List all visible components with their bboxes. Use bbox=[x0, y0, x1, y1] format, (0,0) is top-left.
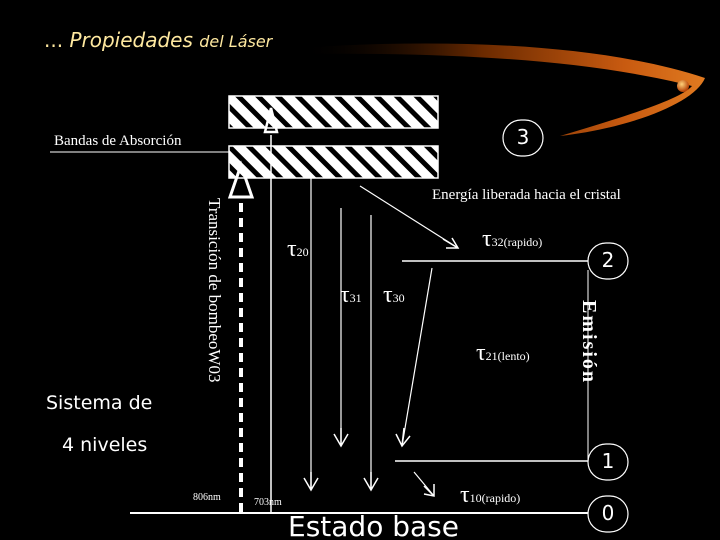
level-2-number: 2 bbox=[601, 248, 615, 272]
pump-arrow-head-large bbox=[227, 160, 255, 199]
energy-released-label: Energía liberada hacia el cristal bbox=[432, 187, 621, 203]
absorption-bands-label: Bandas de Absorción bbox=[54, 133, 182, 149]
ground-state-label: Estado base bbox=[288, 510, 459, 540]
arrow-t32 bbox=[359, 185, 459, 249]
level-1-badge bbox=[587, 443, 629, 481]
tau-20-label: τ20 bbox=[287, 236, 309, 262]
tau-30-label: τ30 bbox=[383, 282, 405, 308]
tau-31-label: τ31 bbox=[340, 282, 362, 308]
system-label-line1: Sistema de bbox=[46, 392, 153, 414]
level-3-badge bbox=[502, 119, 544, 157]
level-3-number: 3 bbox=[516, 125, 530, 149]
tau-21-label: τ21(lento) bbox=[476, 340, 530, 366]
pump-transition-label: Transición de bombeoW03 bbox=[205, 198, 224, 383]
level-0-number: 0 bbox=[601, 501, 615, 525]
level-2-badge bbox=[587, 242, 629, 280]
arrowhead-t20 bbox=[303, 472, 319, 492]
title-ellipsis: ... bbox=[44, 28, 64, 52]
absorption-band-upper bbox=[228, 95, 439, 129]
title-rest: del Láser bbox=[199, 32, 273, 51]
tau-10-label: τ10(rapido) bbox=[460, 482, 521, 508]
system-label-line2: 4 niveles bbox=[62, 434, 148, 456]
arrowhead-t32 bbox=[442, 237, 460, 249]
arrowhead-t30 bbox=[363, 472, 379, 492]
arrowhead-t21 bbox=[395, 427, 411, 448]
level-1-number: 1 bbox=[601, 449, 615, 473]
title-main: Propiedades bbox=[69, 28, 193, 52]
tau-32-label: τ32(rapido) bbox=[482, 226, 543, 252]
wavelength-806-label: 806nm bbox=[193, 492, 221, 503]
decay-arrow-t21 bbox=[401, 267, 433, 447]
wavelength-703-label: 703nm bbox=[254, 497, 282, 508]
slide-title: ... Propiedades del Láser bbox=[44, 28, 272, 52]
level-0-badge bbox=[587, 495, 629, 533]
arrowhead-t10 bbox=[423, 484, 435, 497]
arrowhead-t31 bbox=[333, 428, 349, 448]
title-swoosh-decoration bbox=[300, 43, 705, 136]
pump-arrow-head-small bbox=[263, 107, 279, 134]
absorption-band-lower bbox=[228, 145, 439, 179]
emission-label: Emisión bbox=[578, 300, 600, 385]
